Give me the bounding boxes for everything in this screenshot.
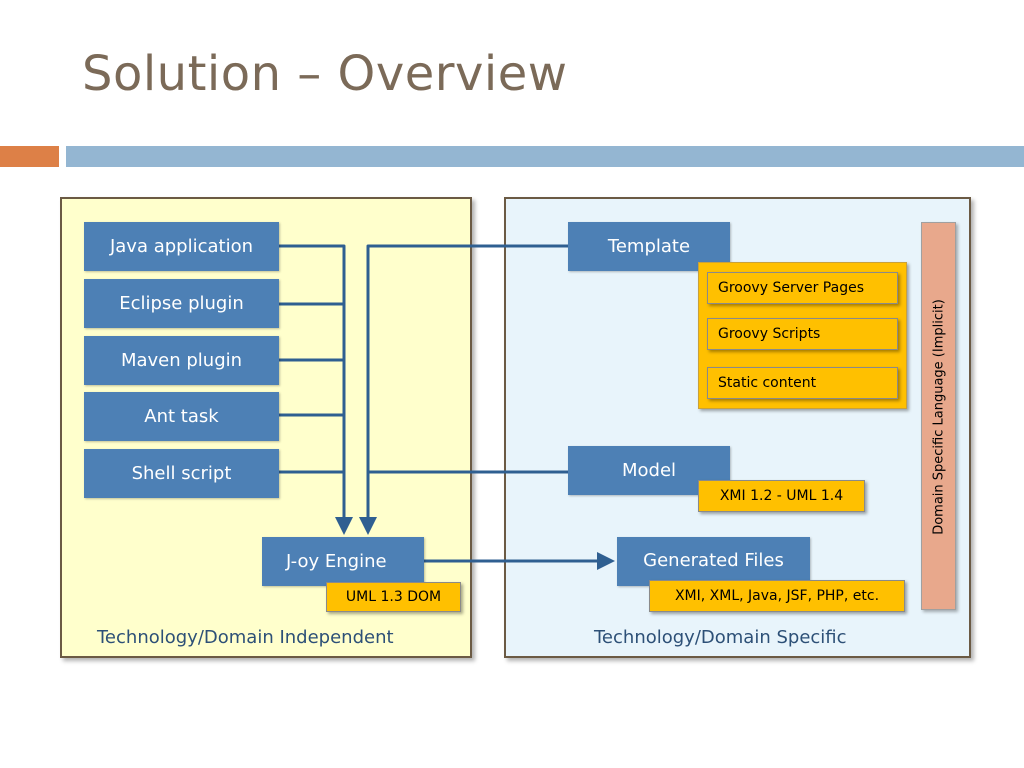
dsl-label: Domain Specific Language (Implicit): [931, 299, 947, 535]
template-item-static-content: Static content: [707, 367, 898, 399]
arrow-java-application: [279, 244, 353, 535]
launcher-ant-task: Ant task: [84, 392, 279, 441]
template-item-groovy-scripts: Groovy Scripts: [707, 318, 898, 350]
template-box: Template: [568, 222, 730, 271]
launcher-eclipse-plugin: Eclipse plugin: [84, 279, 279, 328]
launcher-shell-script: Shell script: [84, 449, 279, 498]
launcher-maven-plugin: Maven plugin: [84, 336, 279, 385]
engine-note: UML 1.3 DOM: [326, 582, 461, 612]
template-item-groovy-server-pages: Groovy Server Pages: [707, 272, 898, 304]
engine-box: J-oy Engine: [262, 537, 424, 586]
generated-files-box: Generated Files: [617, 537, 810, 586]
model-note: XMI 1.2 - UML 1.4: [698, 480, 865, 512]
dsl-vertical-bar: Domain Specific Language (Implicit): [921, 222, 956, 610]
caption-technology-independent: Technology/Domain Independent: [97, 627, 394, 648]
accent-bar-blue: [66, 146, 1024, 167]
caption-technology-specific: Technology/Domain Specific: [594, 627, 847, 648]
slide-title: Solution – Overview: [82, 46, 568, 102]
arrow-template-to-engine: [359, 244, 568, 535]
generated-files-note: XMI, XML, Java, JSF, PHP, etc.: [649, 580, 905, 612]
launcher-java-application: Java application: [84, 222, 279, 271]
accent-bar-orange: [0, 146, 59, 167]
